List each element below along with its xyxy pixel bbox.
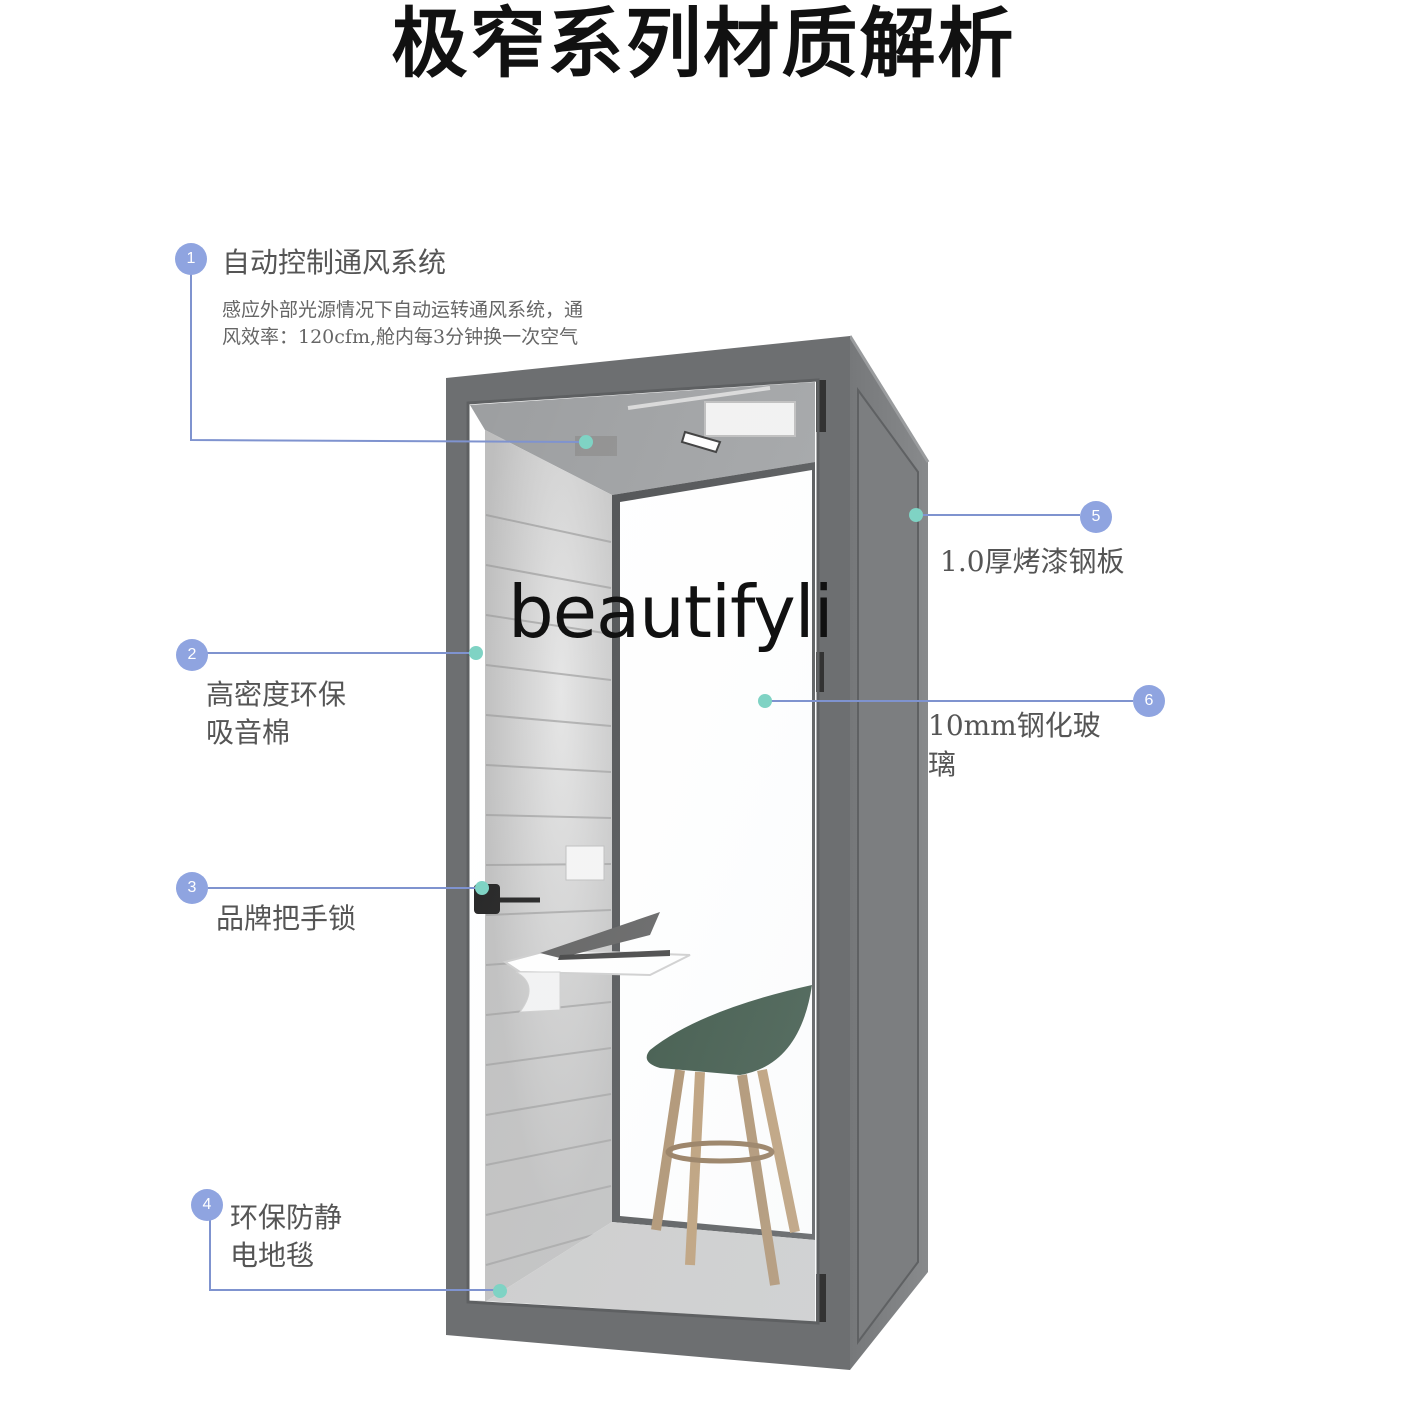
callout-title-handle-lock: 品牌把手锁 bbox=[216, 902, 357, 935]
callout-title-ventilation: 自动控制通风系统 bbox=[222, 246, 447, 279]
callout-badge-5: 5 bbox=[1080, 501, 1112, 533]
callout-title-glass-line2: 璃 bbox=[928, 748, 957, 781]
callout-badge-6: 6 bbox=[1133, 685, 1165, 717]
callout-dots bbox=[469, 435, 923, 1298]
callout-badge-3: 3 bbox=[176, 872, 208, 904]
callout-title-steel-plate: 1.0厚烤漆钢板 bbox=[940, 545, 1125, 578]
callout-desc-ventilation-line1: 感应外部光源情况下自动运转通风系统，通 bbox=[222, 299, 584, 321]
callout-desc-ventilation-line2: 风效率：120cfm,舱内每3分钟换一次空气 bbox=[222, 326, 579, 348]
callout-badge-4: 4 bbox=[191, 1189, 223, 1221]
callout-title-carpet-line1: 环保防静 bbox=[230, 1201, 343, 1234]
callout-badge-2: 2 bbox=[176, 639, 208, 671]
callout-title-acoustic-foam-line1: 高密度环保 bbox=[206, 678, 347, 711]
watermark-text: beautifyli bbox=[508, 570, 834, 654]
page-title: 极窄系列材质解析 bbox=[391, 0, 1016, 88]
callout-title-glass-line1: 10mm钢化玻 bbox=[928, 709, 1101, 742]
callout-title-carpet-line2: 电地毯 bbox=[230, 1239, 315, 1272]
leader-lines bbox=[190, 272, 1133, 1291]
callout-title-acoustic-foam-line2: 吸音棉 bbox=[206, 716, 291, 749]
callout-badge-1: 1 bbox=[175, 243, 207, 275]
